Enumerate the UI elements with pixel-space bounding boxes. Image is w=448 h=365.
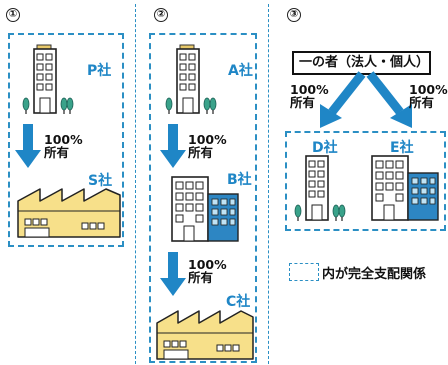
panel-2-group-box	[149, 33, 257, 363]
factory-icon	[156, 310, 254, 360]
legend-text: 内が完全支配関係	[322, 267, 427, 282]
company-name-p: P社	[87, 63, 112, 79]
building-icon	[22, 44, 74, 114]
ownership-label: 所有	[188, 270, 214, 285]
legend-dashed-box-sample	[289, 263, 319, 281]
office-building-icon	[171, 176, 239, 242]
ownership-label: 所有	[290, 95, 316, 110]
arrow-left-down-icon	[320, 71, 366, 128]
ownership-percent: 100%	[44, 132, 83, 147]
panel-2-number: ②	[154, 8, 168, 22]
ownership-label: 所有	[44, 145, 70, 160]
ownership-percent: 100%	[188, 257, 227, 272]
arrow-down-icon	[160, 124, 186, 168]
company-name-s: S社	[88, 173, 113, 189]
arrow-down-icon	[160, 252, 186, 296]
company-name-d: D社	[312, 140, 338, 156]
company-name-e: E社	[390, 140, 414, 156]
company-name-b: B社	[227, 172, 252, 188]
panel-divider	[268, 4, 269, 364]
ownership-label: 所有	[188, 145, 214, 160]
company-name-c: C社	[226, 294, 251, 310]
panel-divider	[135, 4, 136, 364]
ownership-percent: 100%	[290, 82, 329, 97]
arrow-down-icon	[15, 124, 41, 168]
panel-1-number: ①	[6, 8, 20, 22]
ownership-label: 所有	[409, 95, 435, 110]
building-icon	[165, 44, 217, 114]
panel-3-number: ③	[287, 8, 301, 22]
panel-1-group-box	[8, 33, 124, 247]
arrow-right-down-icon	[366, 71, 412, 128]
office-building-icon	[371, 155, 439, 221]
building-icon	[294, 155, 346, 221]
factory-icon	[17, 188, 121, 238]
panel-3-group-box	[285, 131, 446, 231]
company-name-a: A社	[228, 63, 253, 79]
ownership-percent: 100%	[409, 82, 448, 97]
ownership-percent: 100%	[188, 132, 227, 147]
